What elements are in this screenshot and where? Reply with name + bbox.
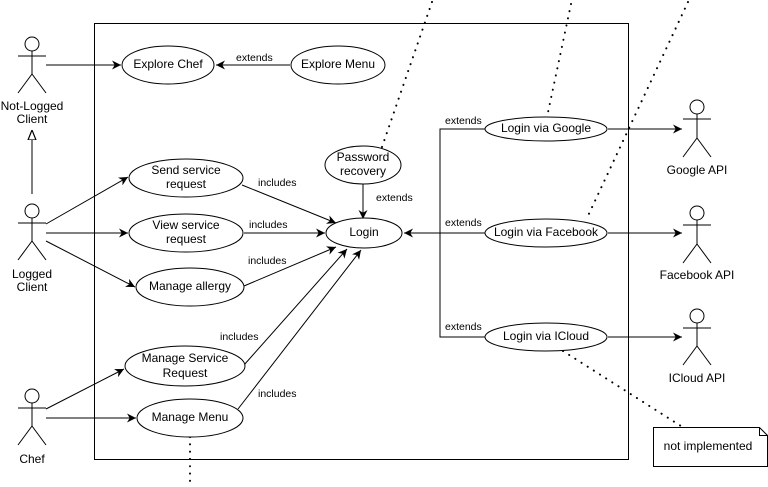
use-case-label: View service xyxy=(152,218,219,232)
use-case-label: Login via Google xyxy=(501,121,591,135)
use-case-explore-menu[interactable]: Explore Menu xyxy=(290,45,386,85)
use-case-label: Explore Chef xyxy=(133,57,203,71)
actor-icloud-api[interactable]: ICloud API xyxy=(669,308,726,385)
note-fold xyxy=(759,427,768,436)
use-case-label: Manage Service xyxy=(142,351,229,365)
use-case-manage-allergy[interactable]: Manage allergy xyxy=(135,267,245,307)
includes-arrow xyxy=(243,246,337,287)
actor-label: Google API xyxy=(667,163,728,177)
use-case-label: Manage allergy xyxy=(149,279,231,293)
use-case-label: Send service xyxy=(151,163,221,177)
includes-arrow xyxy=(237,249,362,410)
actor-stick-figure-icon xyxy=(17,388,47,446)
note-not-implemented[interactable]: not implemented xyxy=(653,427,768,467)
use-case-label: request xyxy=(166,177,207,191)
use-case-label: Explore Menu xyxy=(301,57,375,71)
extends-label: extends xyxy=(376,192,413,204)
use-case-explore-chef[interactable]: Explore Chef xyxy=(121,45,215,85)
actor-label: Not-Logged xyxy=(1,99,64,113)
use-case-login-via-icloud[interactable]: Login via ICloud xyxy=(484,322,608,352)
includes-label: includes xyxy=(258,177,297,189)
association-arrow xyxy=(45,368,125,410)
includes-label: includes xyxy=(220,331,259,343)
use-case-manage-service-request[interactable]: Manage Service Request xyxy=(124,345,246,387)
use-case-label: Login via ICloud xyxy=(503,329,589,343)
includes-label: includes xyxy=(248,255,287,267)
includes-arrow xyxy=(243,248,348,366)
use-case-label: request xyxy=(166,232,207,246)
dotted-connector-login-facebook xyxy=(586,1,689,219)
actor-label: Client xyxy=(17,280,48,294)
actor-stick-figure-icon xyxy=(17,203,47,261)
use-case-login-via-google[interactable]: Login via Google xyxy=(484,116,608,142)
use-case-label: Login xyxy=(349,225,378,239)
dotted-note-connector xyxy=(562,350,685,429)
use-case-label: Password xyxy=(337,150,390,164)
extends-label: extends xyxy=(445,321,482,333)
actor-stick-figure-icon xyxy=(682,99,712,158)
actor-label: Logged xyxy=(12,267,52,281)
actor-label: ICloud API xyxy=(669,371,726,385)
use-case-manage-menu[interactable]: Manage Menu xyxy=(136,398,244,438)
use-case-label: Manage Menu xyxy=(152,410,229,424)
extends-label: extends xyxy=(236,52,273,64)
extends-label: extends xyxy=(445,115,482,127)
actor-stick-figure-icon xyxy=(682,308,712,366)
actor-stick-figure-icon xyxy=(682,205,712,264)
use-case-label: recovery xyxy=(340,164,386,178)
actor-google-api[interactable]: Google API xyxy=(667,99,728,177)
use-case-login[interactable]: Login xyxy=(325,217,403,249)
use-case-label: Login via Facebook xyxy=(494,225,599,239)
use-case-login-via-facebook[interactable]: Login via Facebook xyxy=(484,218,608,248)
use-case-password-recovery[interactable]: Password recovery xyxy=(324,145,402,185)
dotted-connector-login-google xyxy=(546,3,572,118)
use-case-send-service-request[interactable]: Send service request xyxy=(128,158,244,198)
use-case-label: Request xyxy=(163,366,208,380)
extends-label: extends xyxy=(445,217,482,229)
actor-label: Client xyxy=(17,112,48,126)
includes-arrow xyxy=(241,184,337,224)
use-case-view-service-request[interactable]: View service request xyxy=(128,213,244,253)
association-arrow xyxy=(45,240,136,288)
association-arrow xyxy=(45,176,129,225)
actor-label: Facebook API xyxy=(660,268,735,282)
actor-not-logged-client[interactable]: Not-Logged Client xyxy=(1,36,64,126)
actor-stick-figure-icon xyxy=(17,36,47,94)
note-text: not implemented xyxy=(664,439,753,453)
actor-facebook-api[interactable]: Facebook API xyxy=(660,205,735,282)
system-boundary xyxy=(94,23,629,460)
includes-label: includes xyxy=(249,219,288,231)
includes-label: includes xyxy=(258,388,297,400)
actor-logged-client[interactable]: Logged Client xyxy=(12,203,52,294)
actor-chef[interactable]: Chef xyxy=(17,388,47,466)
actor-label: Chef xyxy=(19,452,45,466)
